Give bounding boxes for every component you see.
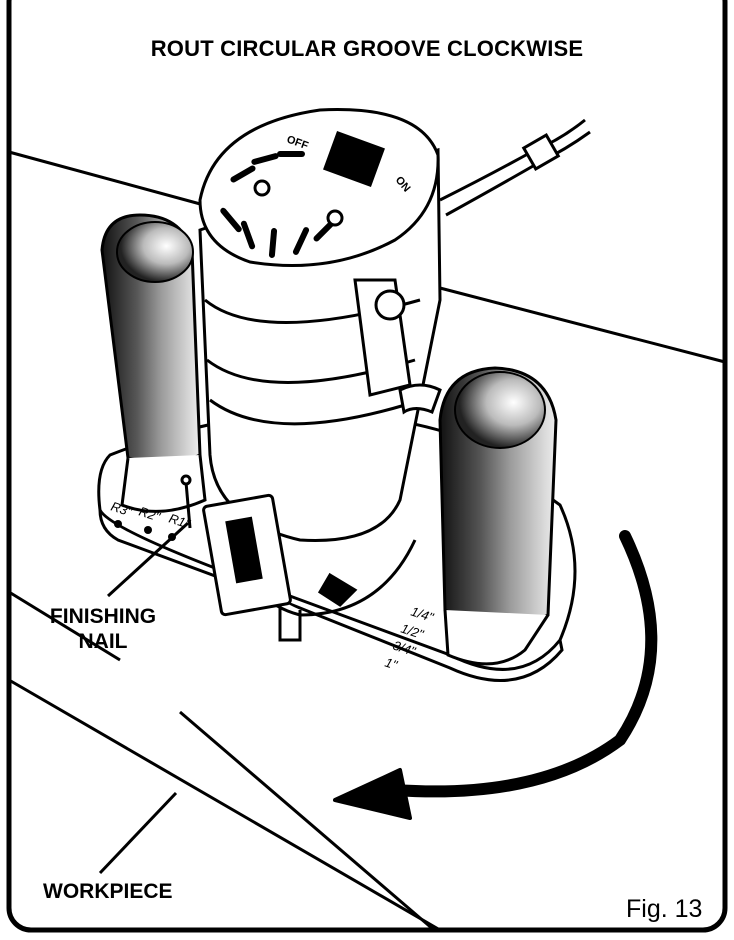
radius-mark-r2: R2" bbox=[137, 504, 163, 525]
figure-number: Fig. 13 bbox=[626, 895, 703, 923]
power-cord bbox=[439, 118, 591, 217]
radius-mark-r3: R3" bbox=[109, 499, 135, 520]
depth-mark-1-4: 1/4" bbox=[409, 604, 437, 626]
finishing-nail-label-line1: FINISHING bbox=[49, 605, 157, 628]
motor-top-cap bbox=[198, 108, 440, 267]
base-opening bbox=[202, 493, 417, 617]
radius-markings: R3" R2" R1" bbox=[109, 499, 193, 541]
workpiece-outline bbox=[8, 150, 726, 932]
clockwise-arrow bbox=[333, 530, 658, 820]
figure-border bbox=[6, 0, 728, 933]
radius-mark-r1: R1" bbox=[167, 511, 193, 532]
right-handle bbox=[438, 366, 558, 666]
finishing-nail-label-line2: NAIL bbox=[78, 630, 128, 653]
finishing-nail-label: FINISHING NAIL bbox=[38, 604, 168, 654]
depth-markings: 1/4" 1/2" 3/4" 1" bbox=[383, 604, 437, 673]
depth-mark-1: 1" bbox=[383, 655, 400, 673]
figure-title: ROUT CIRCULAR GROOVE CLOCKWISE bbox=[150, 36, 584, 61]
finishing-nail bbox=[180, 474, 192, 529]
depth-mark-1-2: 1/2" bbox=[399, 621, 427, 643]
callout-leaders bbox=[98, 521, 190, 875]
vent-slots bbox=[220, 151, 337, 258]
left-handle bbox=[100, 213, 207, 513]
depth-mark-3-4: 3/4" bbox=[391, 638, 419, 660]
wing-nut bbox=[398, 383, 442, 415]
workpiece-label: WORKPIECE bbox=[43, 880, 173, 903]
